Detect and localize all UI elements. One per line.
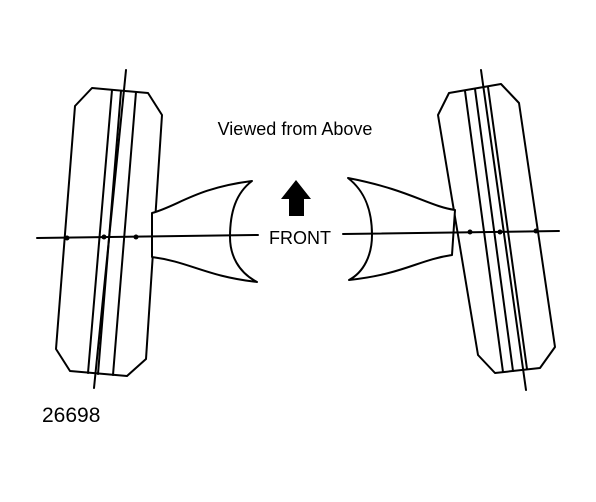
hub-points [64,228,539,241]
right-tire-outline [437,83,556,374]
caption-label: Viewed from Above [218,119,373,139]
right-tire-groove [487,86,528,370]
front-label: FRONT [269,228,331,248]
left-wheel-centerline [93,69,127,389]
left-tire-groove [112,91,137,376]
right-wheel [437,69,556,391]
left-axle-knuckle [151,180,258,283]
left-tire-groove [87,89,113,374]
figure-number: 26698 [42,404,100,427]
right-axle-centerline [342,230,560,235]
right-axle-knuckle [347,177,456,281]
left-axle-centerline [36,234,259,239]
right-wheel-centerline [480,69,527,391]
left-wheel [55,69,163,389]
right-tire-groove [474,88,514,372]
front-arrow-icon [281,180,311,216]
